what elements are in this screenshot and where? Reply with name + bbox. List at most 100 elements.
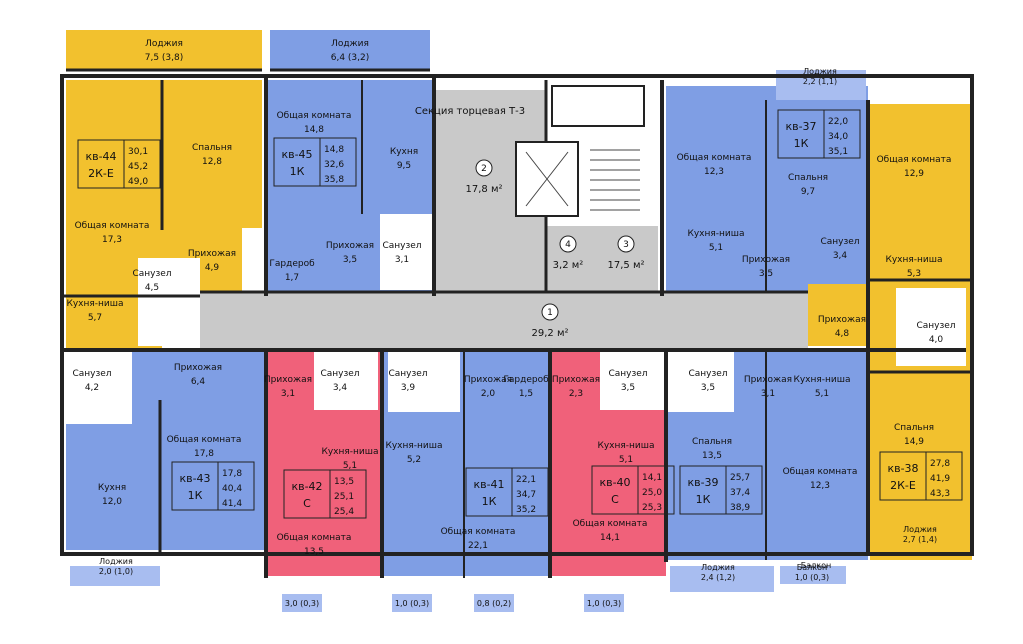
apt-45-bath-fill (380, 214, 432, 290)
apt-43-area-2: 40,4 (222, 484, 242, 494)
room-area-r19: 5,3 (907, 269, 921, 279)
room-name-r1: Лоджия (145, 39, 183, 49)
room-area-r14: 5,1 (709, 243, 723, 253)
room-name-r43: Кухня-ниша (793, 375, 850, 385)
room-name-r5: Прихожая (188, 249, 236, 259)
apt-43-bath-fill (66, 350, 132, 424)
room-name-r42: Спальня (692, 437, 732, 447)
room-area-r12: 3,1 (395, 255, 409, 265)
room-area-r34: 1,5 (519, 389, 533, 399)
apt-45-area-3: 35,8 (324, 175, 344, 185)
section-label: Секция торцевая Т-3 (415, 106, 525, 117)
apt-40-area-1: 14,1 (642, 473, 662, 483)
apt-41-area-1: 22,1 (516, 475, 536, 485)
apt-39-name: кв-39 (687, 476, 718, 489)
room-name-r6: Санузел (132, 269, 171, 279)
balcony-43-fill (70, 566, 160, 586)
apt-39-area-1: 25,7 (730, 473, 750, 483)
room-area-r28: 3,4 (333, 383, 348, 393)
outdoor-area-o1: 2,2 (1,1) (803, 77, 837, 86)
outdoor-name-o8: Балкон (797, 563, 827, 572)
room-area-r24: 6,4 (191, 377, 206, 387)
room-area-r42: 13,5 (702, 451, 722, 461)
room-name-r3: Спальня (192, 143, 232, 153)
room-name-r26: Общая комната (167, 435, 242, 445)
room-area-r7: 5,7 (88, 313, 102, 323)
apt-45-type: 1К (290, 165, 305, 178)
common-area-num-1: 1 (547, 308, 553, 318)
room-area-r4: 17,3 (102, 235, 122, 245)
room-name-r4: Общая комната (75, 221, 150, 231)
apt-40-name: кв-40 (599, 476, 630, 489)
common-area-marker-1 (541, 303, 559, 321)
room-name-r12: Санузел (382, 241, 421, 251)
apt-40-area-3: 25,3 (642, 503, 662, 513)
balcony-40-fill (584, 594, 624, 612)
stair-steps (515, 85, 645, 217)
room-name-r29: Кухня-ниша (321, 447, 378, 457)
apt-44-label-box (77, 139, 161, 189)
loggia-39-fill (670, 566, 774, 592)
room-name-r37: Санузел (608, 369, 647, 379)
room-name-r20: Прихожая (818, 315, 866, 325)
common-area-size-1: 29,2 м² (532, 328, 569, 339)
apt-45-label-box (273, 137, 357, 187)
room-area-r33: 2,0 (481, 389, 496, 399)
room-name-r9: Кухня (390, 147, 418, 157)
room-name-r34: Гардероб (503, 375, 549, 385)
apt-45-name: кв-45 (281, 148, 312, 161)
common-area-num-4: 4 (565, 240, 571, 250)
room-name-r30: Общая комната (277, 533, 352, 543)
room-name-r24: Прихожая (174, 363, 222, 373)
apt-38-label-box (879, 451, 963, 501)
outdoor-area-o7: 2,4 (1,2) (701, 573, 735, 582)
room-area-r23: 4,2 (85, 383, 99, 393)
room-area-r41: 3,1 (761, 389, 775, 399)
room-area-r16: 9,7 (801, 187, 815, 197)
room-name-r40: Санузел (688, 369, 727, 379)
apt-40-type: С (611, 493, 619, 506)
room-area-r32: 5,2 (407, 455, 421, 465)
room-area-r18: 12,9 (904, 169, 924, 179)
apt-38-hall-fill (808, 284, 872, 346)
room-area-r26: 17,8 (194, 449, 214, 459)
room-area-r25: 12,0 (102, 497, 122, 507)
room-area-r1: 7,5 (3,8) (145, 53, 184, 63)
apt-44-area-1: 30,1 (128, 147, 148, 157)
apt-43-label-box (171, 461, 255, 511)
room-area-r43: 5,1 (815, 389, 829, 399)
common-area-marker-2 (475, 159, 493, 177)
room-name-r18: Общая комната (877, 155, 952, 165)
apt-38-type: 2К-Е (890, 479, 916, 492)
room-name-r14: Кухня-ниша (687, 229, 744, 239)
room-name-r41: Прихожая (744, 375, 792, 385)
apt-39-label-box (679, 465, 763, 515)
room-name-r7: Кухня-ниша (66, 299, 123, 309)
apt-44-area-2: 45,2 (128, 162, 148, 172)
room-area-r30: 13,5 (304, 547, 324, 557)
room-name-r17: Санузел (820, 237, 859, 247)
apt-42-area-2: 25,1 (334, 492, 354, 502)
apt-43-name: кв-43 (179, 472, 210, 485)
common-area-size-3: 17,5 м² (608, 260, 645, 271)
room-name-r39: Общая комната (573, 519, 648, 529)
room-area-r15: 3,5 (759, 269, 773, 279)
apt-41-type: 1К (482, 495, 497, 508)
room-name-r16: Спальня (788, 173, 828, 183)
room-name-r35: Общая комната (441, 527, 516, 537)
apt-42-label-box (283, 469, 367, 519)
apt-41-area-3: 35,2 (516, 505, 536, 515)
balcony-41b-fill (474, 594, 514, 612)
apt-37-name: кв-37 (785, 120, 816, 133)
common-area-num-2: 2 (481, 164, 487, 174)
room-area-r2: 6,4 (3,2) (331, 53, 370, 63)
room-area-r3: 12,8 (202, 157, 222, 167)
apt-37-area-1: 22,0 (828, 117, 848, 127)
apt-38-area-3: 43,3 (930, 489, 950, 499)
room-area-r8: 14,8 (304, 125, 324, 135)
balcony-42-fill (282, 594, 322, 612)
outdoor-name-o9: Балкон (801, 561, 831, 570)
apt-41-label-box (465, 467, 549, 517)
outdoor-area-o10: 2,7 (1,4) (903, 535, 937, 544)
apt-43-type: 1К (188, 489, 203, 502)
